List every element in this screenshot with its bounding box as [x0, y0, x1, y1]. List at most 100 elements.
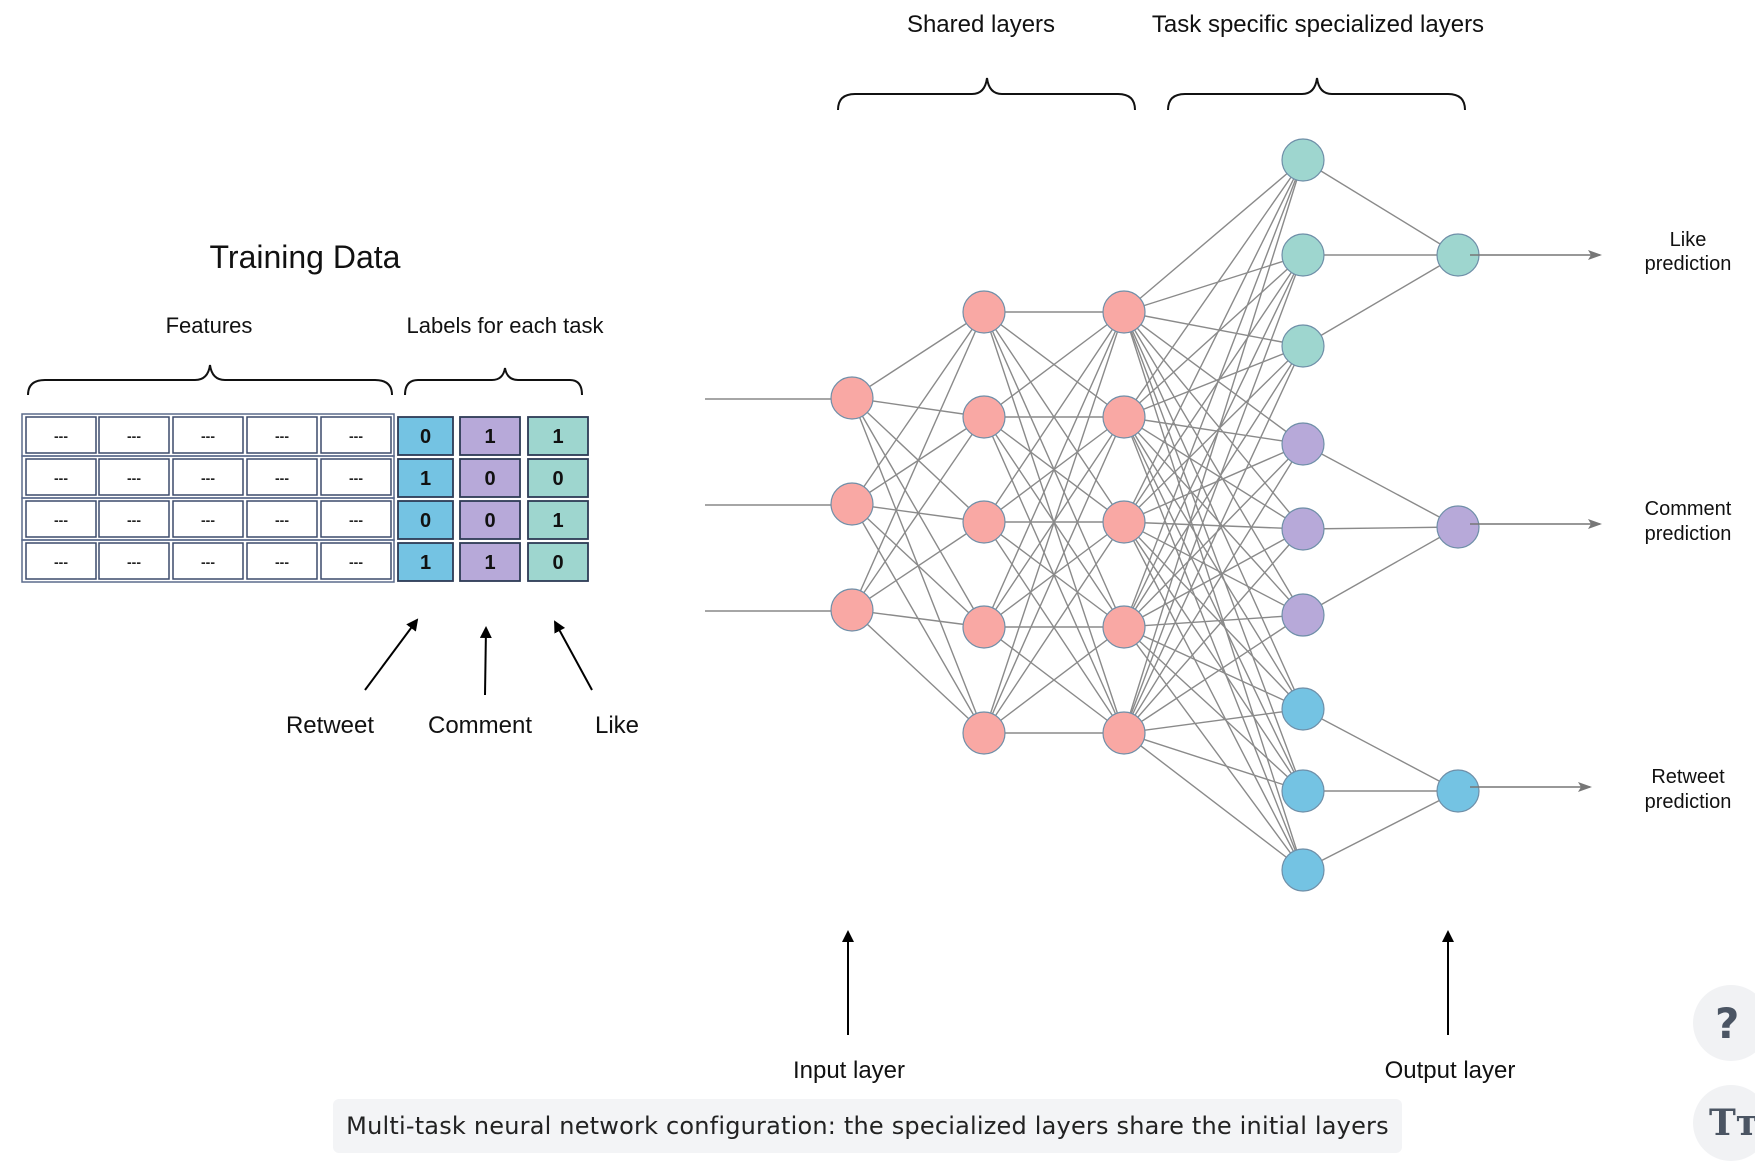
comment-label-cell-text: 1	[484, 426, 495, 448]
feature-cell	[172, 458, 244, 496]
feature-cell-text: ---	[275, 428, 289, 444]
network-edge	[1123, 626, 1304, 871]
like-prediction-line1: Like	[1670, 229, 1707, 251]
like-task-label: Like	[595, 712, 639, 739]
network-edge	[1302, 790, 1459, 871]
input-node	[830, 588, 874, 632]
network-edge	[1123, 614, 1304, 734]
network-edge	[1302, 526, 1459, 616]
retweet-label-cell-text: 1	[420, 468, 431, 490]
task-specific-label: Task specific specialized layers	[1152, 11, 1484, 38]
like-prediction-line2: prediction	[1645, 253, 1732, 275]
text-size-icon: Tт	[1709, 1102, 1755, 1144]
help-icon: ?	[1715, 998, 1740, 1048]
text-size-button[interactable]: Tт	[1693, 1085, 1755, 1161]
feature-cell-text: ---	[127, 470, 141, 486]
network-edge	[1123, 159, 1304, 523]
network-edge	[1123, 254, 1304, 418]
retweet-label-cell-text: 0	[420, 426, 431, 448]
input-node	[830, 482, 874, 526]
feature-cell-text: ---	[275, 470, 289, 486]
feature-cell	[25, 542, 97, 580]
network-edge	[1123, 416, 1304, 792]
network-edge	[1302, 254, 1459, 347]
labels-brace	[404, 367, 583, 396]
comment-prediction-line2: prediction	[1645, 523, 1732, 545]
feature-cell	[98, 458, 170, 496]
shared-brace	[837, 77, 1136, 111]
network-edge	[1123, 416, 1304, 616]
shared1-node	[962, 711, 1006, 755]
retweet-label-cell	[397, 542, 454, 582]
network-edge	[983, 626, 1125, 734]
shared2-node	[1102, 605, 1146, 649]
network-edge	[1123, 443, 1304, 734]
feature-cell-text: ---	[127, 428, 141, 444]
feature-cell-text: ---	[127, 512, 141, 528]
like-label-cell	[527, 500, 589, 540]
network-edge	[1123, 159, 1304, 418]
help-button[interactable]: ?	[1693, 985, 1755, 1061]
network-edge	[1123, 254, 1304, 313]
table-row	[21, 539, 395, 583]
feature-cell	[320, 458, 392, 496]
comment-task-label: Comment	[428, 712, 532, 739]
network-edge	[983, 311, 1125, 734]
network-edge	[983, 311, 1125, 523]
shared2-node	[1102, 395, 1146, 439]
input-node	[830, 376, 874, 420]
network-edges	[851, 159, 1459, 871]
network-edge	[983, 521, 1125, 734]
network-edge	[1123, 254, 1304, 523]
like-label-cell	[527, 416, 589, 456]
network-edge	[1123, 159, 1304, 628]
retweet-prediction-line2: prediction	[1645, 791, 1732, 813]
figure-caption: Multi-task neural network configuration:…	[333, 1099, 1402, 1153]
task-node	[1281, 138, 1325, 182]
shared-layers-label: Shared layers	[907, 11, 1055, 38]
comment-label-cell-text: 0	[484, 468, 495, 490]
caption-text: Multi-task neural network configuration:…	[346, 1112, 1389, 1140]
comment-label-cell-text: 0	[484, 510, 495, 532]
network-edge	[1123, 626, 1304, 710]
network-edge	[851, 311, 985, 611]
network-edge	[851, 521, 985, 611]
feature-cell	[98, 500, 170, 538]
network-edge	[1123, 311, 1304, 347]
feature-cell-text: ---	[54, 512, 68, 528]
feature-cell-text: ---	[54, 428, 68, 444]
labels-label: Labels for each task	[407, 313, 605, 338]
network-edge	[1123, 311, 1304, 616]
like-label-cell	[527, 458, 589, 498]
network-edge	[1123, 443, 1304, 628]
feature-cell-text: ---	[349, 512, 363, 528]
network-edge	[1123, 345, 1304, 523]
network-edge	[1123, 443, 1304, 523]
input-layer-label: Input layer	[793, 1057, 905, 1084]
network-edge	[851, 416, 985, 611]
comment-prediction-line1: Comment	[1645, 498, 1732, 520]
retweet-label-cell-text: 1	[420, 552, 431, 574]
features-brace	[27, 364, 393, 396]
task-node	[1281, 507, 1325, 551]
feature-cell	[25, 416, 97, 454]
shared2-node	[1102, 500, 1146, 544]
network-edge	[851, 609, 985, 734]
network-edge	[1123, 311, 1304, 445]
network-edge	[1123, 416, 1304, 445]
retweet-prediction-line1: Retweet	[1651, 766, 1725, 788]
comment-label-cell	[459, 542, 521, 582]
task-node	[1281, 324, 1325, 368]
network-edge	[1302, 443, 1459, 528]
network-edge	[1123, 614, 1304, 628]
feature-cell-text: ---	[349, 470, 363, 486]
feature-cell	[25, 458, 97, 496]
feature-cell	[172, 500, 244, 538]
feature-cell-text: ---	[127, 554, 141, 570]
network-edge	[1302, 159, 1459, 256]
network-edge	[1123, 521, 1304, 530]
task-brace	[1167, 77, 1466, 111]
network-edge	[1123, 159, 1304, 734]
network-edge	[851, 609, 985, 628]
network-edge	[1123, 311, 1304, 792]
